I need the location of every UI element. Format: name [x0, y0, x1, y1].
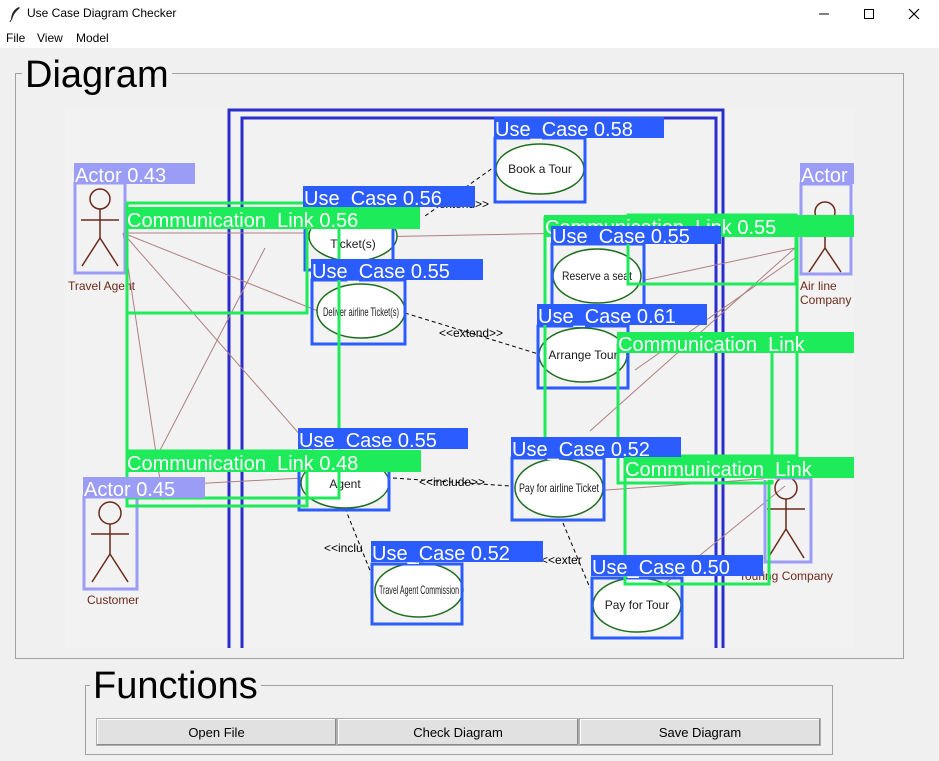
detection-tag-actor-043: Actor 0.43 [74, 163, 195, 187]
menu-file[interactable]: File [6, 31, 26, 45]
check-diagram-button[interactable]: Check Diagram [337, 718, 579, 746]
minimize-icon [819, 13, 829, 15]
svg-text:Use_Case 0.52: Use_Case 0.52 [372, 543, 510, 565]
svg-text:Communication_Link: Communication_Link [618, 334, 806, 356]
svg-text:Actor 0.45: Actor 0.45 [84, 479, 175, 501]
relation-label-extend-2: <<extend>> [439, 326, 503, 340]
maximize-button[interactable] [846, 0, 892, 28]
detection-tag-usecase-058: Use_Case 0.58 [494, 117, 664, 141]
diagram-frame [15, 73, 904, 659]
system-boundary-outer [227, 108, 725, 648]
functions-frame-label: Functions [90, 667, 261, 705]
use-case-travel-commission: Travel Agent Commission [379, 583, 459, 597]
close-button[interactable] [891, 0, 937, 28]
actor-customer-figure [91, 501, 129, 583]
svg-text:Use_Case 0.58: Use_Case 0.58 [495, 119, 633, 141]
detection-tag-usecase-061: Use_Case 0.61 [537, 304, 707, 328]
detection-tag-actor-045: Actor 0.45 [83, 477, 205, 501]
svg-text:Communication_Link 0.48: Communication_Link 0.48 [127, 453, 358, 475]
actor-customer-label: Customer [87, 593, 139, 607]
use-case-reserve-seat: Reserve a seat [562, 269, 633, 283]
maximize-icon [864, 9, 874, 19]
menu-model[interactable]: Model [76, 31, 109, 45]
svg-text:Communication_Link: Communication_Link [625, 459, 813, 481]
use-case-arrange-tour: Arrange Tour [548, 348, 617, 362]
svg-text:Communication_Link 0.56: Communication_Link 0.56 [127, 210, 358, 232]
detection-tag-actor-right: Actor [800, 163, 854, 187]
detection-tag-comm-056: Communication_Link 0.56 [126, 207, 420, 232]
minimize-button[interactable] [801, 0, 847, 28]
svg-text:Actor 0.43: Actor 0.43 [75, 165, 166, 187]
detection-tag-comm-right-2: Communication_Link [624, 457, 854, 481]
detection-tag-usecase-050: Use_Case 0.50 [591, 555, 763, 579]
use-case-tickets: Ticket(s) [330, 237, 376, 251]
feather-icon [9, 7, 20, 22]
detection-tag-comm-048: Communication_Link 0.48 [126, 450, 421, 475]
title-bar: Use Case Diagram Checker [0, 0, 939, 28]
menu-view[interactable]: View [37, 31, 63, 45]
detection-tag-usecase-056: Use_Case 0.56 [303, 186, 475, 210]
diagram-frame-label: Diagram [22, 56, 172, 94]
svg-text:Actor: Actor [801, 165, 848, 187]
detection-tag-usecase-055-b: Use_Case 0.55 [311, 259, 483, 283]
use-case-book-tour: Book a Tour [508, 162, 572, 176]
svg-text:Use_Case 0.50: Use_Case 0.50 [592, 557, 730, 579]
save-diagram-button[interactable]: Save Diagram [579, 718, 821, 746]
svg-text:Use_Case 0.61: Use_Case 0.61 [538, 306, 676, 328]
use-case-agent: Agent [329, 477, 361, 491]
close-icon [908, 8, 920, 20]
svg-text:Use_Case 0.56: Use_Case 0.56 [304, 188, 442, 210]
system-boundary-inner [240, 116, 718, 648]
relation-label-include-1: <<include>> [419, 475, 485, 489]
actor-travel-agent-label: Travel Agent [68, 279, 136, 293]
svg-text:Use_Case 0.52: Use_Case 0.52 [512, 439, 650, 461]
svg-text:Use_Case 0.55: Use_Case 0.55 [299, 430, 437, 452]
detection-tag-usecase-052-a: Use_Case 0.52 [511, 437, 681, 461]
use-case-deliver-tickets: Deliver airline Ticket(s) [323, 305, 399, 319]
svg-text:Use_Case 0.55: Use_Case 0.55 [312, 261, 450, 283]
functions-frame [85, 685, 833, 755]
use-case-pay-airline: Pay for airline Ticket [519, 481, 599, 495]
relation-label-include-2: <<inclu [324, 541, 363, 555]
open-file-button[interactable]: Open File [96, 718, 337, 746]
detection-tag-comm-right: Communication_Link [617, 332, 854, 356]
use-case-pay-tour: Pay for Tour [605, 598, 669, 612]
detection-tag-usecase-055-c: Use_Case 0.55 [298, 428, 468, 452]
menu-bar: File View Model [0, 28, 939, 48]
detection-tag-usecase-055-a: Use_Case 0.55 [551, 226, 721, 248]
relation-label-extend-3: <<exter [541, 553, 582, 567]
window-title: Use Case Diagram Checker [27, 6, 177, 20]
diagram-image: <<extend>> <<extend>> <<include>> <<incl… [65, 108, 854, 648]
actor-travel-agent-figure [81, 188, 119, 267]
svg-text:Use_Case 0.55: Use_Case 0.55 [552, 226, 690, 248]
detection-tag-usecase-052-b: Use_Case 0.52 [371, 541, 543, 565]
